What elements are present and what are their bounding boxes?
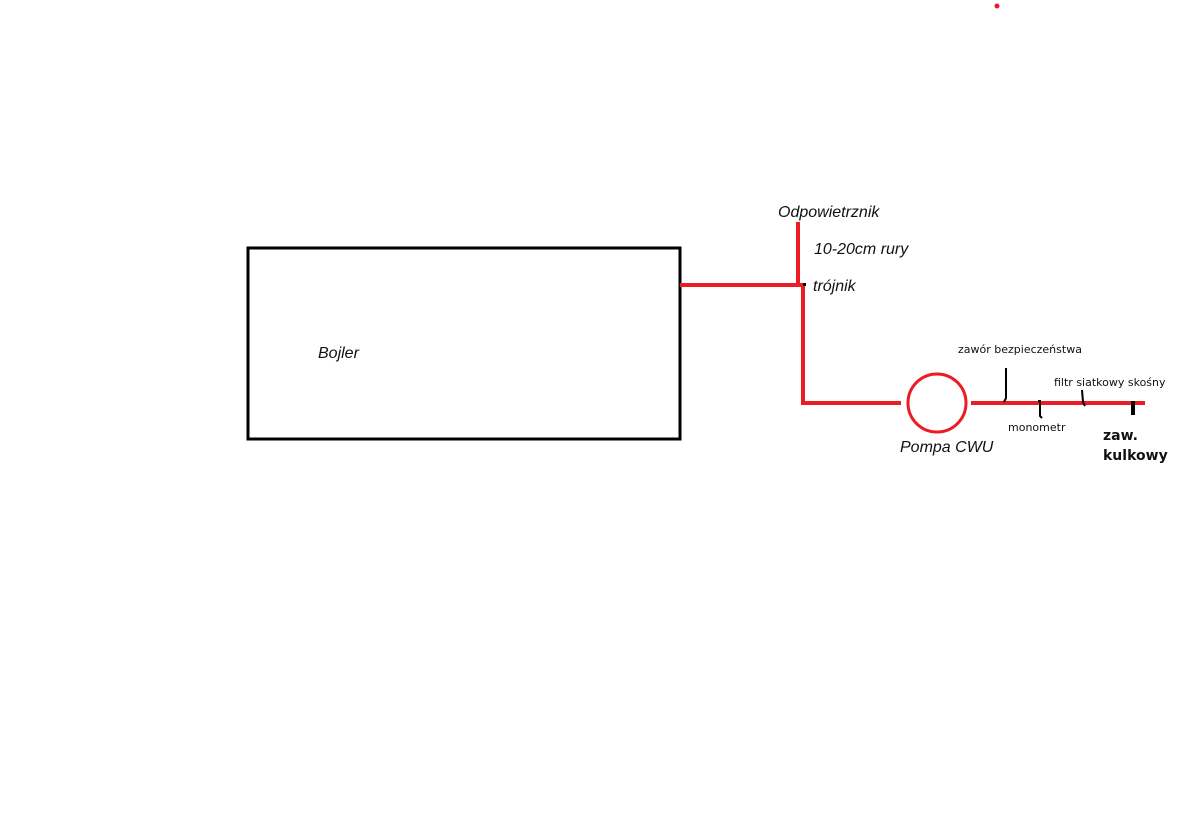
pipe-network	[680, 222, 1145, 405]
manometer-mark	[1038, 400, 1043, 419]
safety-valve-mark	[1003, 368, 1007, 403]
pump-label: Pompa CWU	[900, 439, 994, 456]
tee-label: trójnik	[813, 278, 857, 295]
stray-red-dot	[994, 3, 1000, 9]
boiler-tank	[246, 246, 682, 441]
tee-marker	[803, 283, 806, 286]
air-vent-label: Odpowietrznik	[778, 204, 880, 221]
filter-mark	[1081, 389, 1086, 407]
safety-valve-label: zawór bezpieczeństwa	[958, 343, 1082, 356]
pump-symbol	[906, 372, 968, 434]
ball-valve-label-line2: kulkowy	[1103, 448, 1168, 464]
pipe-length-label: 10-20cm rury	[814, 241, 909, 258]
ball-valve-label-line1: zaw.	[1103, 428, 1138, 444]
filter-label: filtr siatkowy skośny	[1054, 376, 1166, 389]
manometer-label: monometr	[1008, 421, 1066, 434]
boiler-label: Bojler	[318, 345, 360, 362]
